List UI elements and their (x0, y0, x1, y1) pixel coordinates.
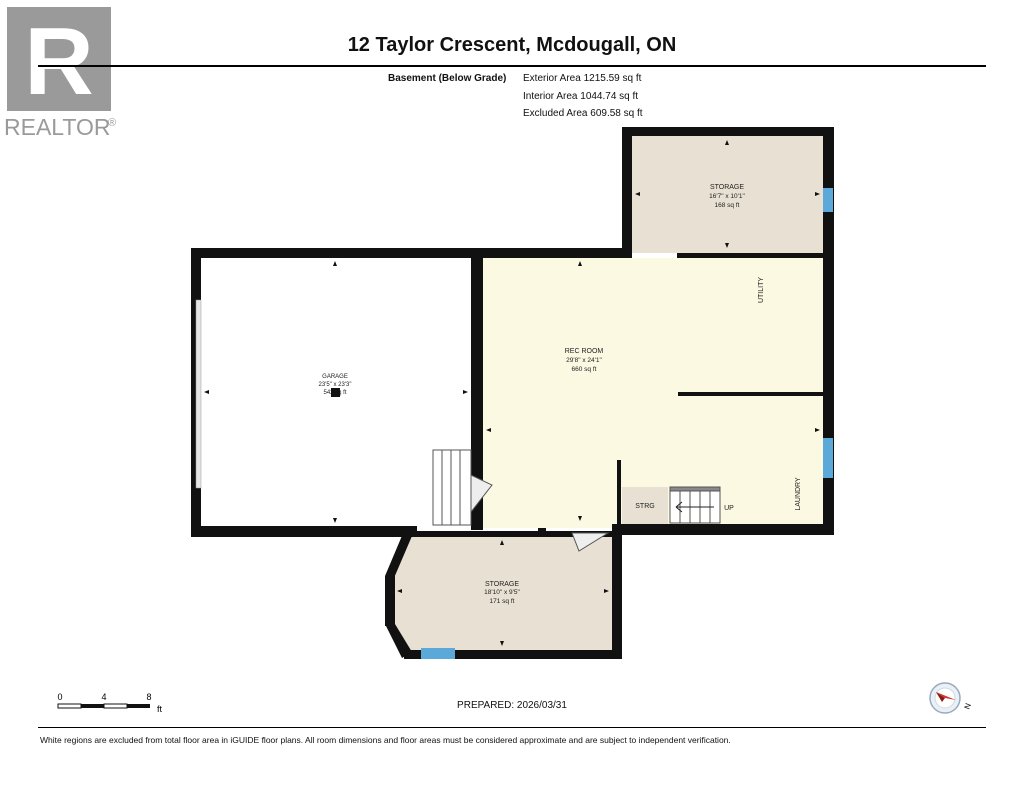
rec-room-dims: 29'8" x 24'1" (566, 357, 602, 364)
footer-divider (38, 727, 986, 728)
storage-top-dims: 16'7" x 10'1" (709, 193, 745, 200)
prepared-date: PREPARED: 2026/03/31 (457, 700, 567, 711)
logo-text: REALTOR (4, 114, 111, 138)
exterior-area: Exterior Area 1215.59 sq ft (523, 73, 642, 84)
logo-mark: R (24, 8, 93, 115)
rec-room-area: 660 sq ft (572, 366, 597, 373)
title-divider (38, 65, 986, 67)
storage-bottom-dims: 18'10" x 9'5" (484, 589, 520, 596)
page-title: 12 Taylor Crescent, Mcdougall, ON (347, 34, 677, 56)
garage-steps (432, 449, 472, 526)
logo-registered-mark: ® (108, 117, 116, 129)
laundry-label: LAUNDRY (795, 477, 802, 511)
excluded-area: Excluded Area 609.58 sq ft (523, 108, 643, 119)
strg-fill (622, 487, 668, 524)
rec-room-fill (483, 258, 823, 528)
storage-top-fill (632, 136, 823, 253)
level-name: Basement (Below Grade) (388, 73, 507, 84)
window-laundry (823, 438, 833, 478)
stairs-up-label: UP (724, 505, 734, 512)
storage-bottom-area: 171 sq ft (490, 598, 515, 605)
storage-top-area: 168 sq ft (715, 202, 740, 209)
compass-north-label: N (963, 702, 974, 711)
garage-column (331, 388, 340, 397)
storage-bottom-fill (394, 536, 612, 650)
scale-tick-4: 4 (101, 692, 106, 702)
window-storage-bottom (421, 648, 455, 659)
garage-dims: 23'5" x 23'3" (319, 382, 352, 388)
door-opening (645, 253, 677, 258)
garage-name: GARAGE (322, 374, 348, 380)
scale-tick-8: 8 (146, 692, 151, 702)
window-storage-top (823, 188, 833, 212)
garage-door-opening (195, 299, 202, 489)
compass-icon: N (928, 680, 976, 716)
stairs (669, 486, 721, 524)
door-swing-storage (571, 532, 610, 552)
door-swing-garage (470, 474, 493, 514)
storage-top-name: STORAGE (710, 184, 744, 191)
utility-label: UTILITY (758, 277, 765, 303)
scale-bar: 0 4 8 ft (56, 691, 176, 715)
scale-unit: ft (157, 704, 163, 714)
strg-label: STRG (635, 503, 654, 510)
disclaimer: White regions are excluded from total fl… (40, 735, 731, 745)
rec-room-name: REC ROOM (565, 348, 604, 355)
realtor-logo: R REALTOR ® (4, 4, 120, 140)
dimension-arrows (204, 140, 820, 646)
interior-area: Interior Area 1044.74 sq ft (523, 91, 639, 102)
storage-bottom-name: STORAGE (485, 581, 519, 588)
scale-tick-0: 0 (57, 692, 62, 702)
